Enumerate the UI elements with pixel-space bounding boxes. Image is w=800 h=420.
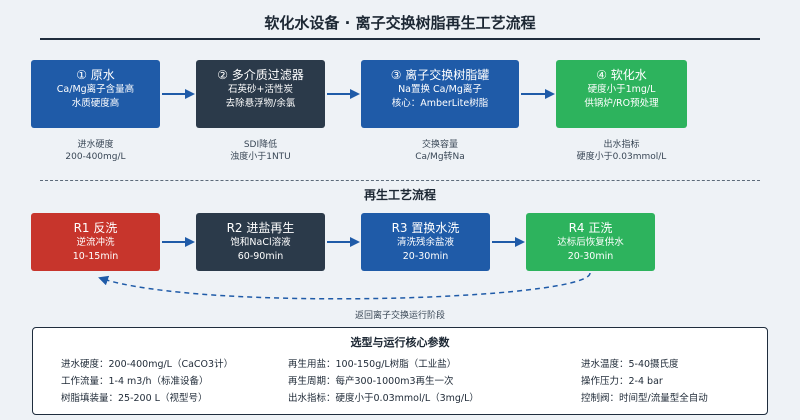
- parameters-panel: 选型与运行核心参数 进水硬度：200-400mg/L（CaCO3计） 工作流量：…: [32, 327, 768, 415]
- param-item: 进水硬度：200-400mg/L（CaCO3计）: [61, 359, 234, 370]
- step-line: 硬度小于1mg/L: [587, 84, 656, 95]
- regen-step-brine: R2 进盐再生 饱和NaCl溶液 60-90min: [196, 213, 325, 271]
- note-line: 硬度小于0.03mmol/L: [576, 152, 667, 162]
- param-item: 控制阀：时间型/流量型全自动: [581, 393, 708, 404]
- note-line: 200-400mg/L: [65, 152, 126, 162]
- step-note: 出水指标 硬度小于0.03mmol/L: [556, 139, 687, 163]
- param-item: 树脂填装量：25-200 L（视型号）: [61, 393, 208, 404]
- step-note: 进水硬度 200-400mg/L: [31, 139, 160, 163]
- step-line: 核心：AmberLite树脂: [391, 98, 489, 109]
- step-title: ② 多介质过滤器: [217, 68, 304, 82]
- return-arrow: [98, 272, 591, 300]
- note-line: 交换容量: [421, 140, 458, 150]
- step-line: 20-30min: [567, 251, 614, 262]
- param-item: 出水指标：硬度小于0.03mmol/L（3mg/L）: [288, 393, 479, 404]
- step-line: 20-30min: [402, 251, 449, 262]
- step-line: 供锅炉/RO预处理: [584, 98, 659, 109]
- return-label: 返回离子交换运行阶段: [354, 311, 445, 321]
- regen-step-slow-rinse: R3 置换水洗 清洗残余盐液 20-30min: [361, 213, 490, 271]
- step-title: ① 原水: [76, 68, 115, 82]
- step-line: Ca/Mg离子含量高: [56, 84, 135, 95]
- step-line: 去除悬浮物/余氯: [225, 98, 296, 109]
- step-line: 逆流冲洗: [76, 237, 115, 248]
- step-title: ④ 软化水: [596, 68, 647, 82]
- step-title: ③ 离子交换树脂罐: [390, 68, 490, 82]
- step-line: Na置换 Ca/Mg离子: [398, 84, 482, 95]
- step-title: R3 置换水洗: [391, 221, 460, 235]
- param-item: 再生用盐：100-150g/L树脂（工业盐）: [288, 359, 457, 370]
- step-line: 10-15min: [72, 251, 119, 262]
- step-note: SDI降低 浊度小于1NTU: [196, 139, 325, 163]
- step-title: R4 正洗: [568, 221, 613, 235]
- regen-step-backwash: R1 反洗 逆流冲洗 10-15min: [31, 213, 160, 271]
- step-title: R1 反洗: [73, 221, 118, 235]
- step-line: 清洗残余盐液: [396, 237, 454, 248]
- process-step-ion-exchange-tank: ③ 离子交换树脂罐 Na置换 Ca/Mg离子 核心：AmberLite树脂: [361, 60, 519, 128]
- step-line: 达标后恢复供水: [557, 237, 624, 248]
- param-column-2: 再生用盐：100-150g/L树脂（工业盐） 再生周期：每产300-1000m3…: [288, 356, 479, 407]
- param-item: 进水温度：5-40摄氏度: [581, 359, 679, 370]
- parameters-title: 选型与运行核心参数: [350, 336, 450, 349]
- process-step-raw-water: ① 原水 Ca/Mg离子含量高 水质硬度高: [31, 60, 160, 128]
- param-item: 再生周期：每产300-1000m3再生一次: [288, 376, 454, 387]
- note-line: 浊度小于1NTU: [230, 152, 291, 162]
- title-divider: [40, 38, 760, 40]
- note-line: 出水指标: [603, 140, 640, 150]
- process-step-multimedia-filter: ② 多介质过滤器 石英砂+活性炭 去除悬浮物/余氯: [196, 60, 325, 128]
- diagram-title: 软化水设备 · 离子交换树脂再生工艺流程: [264, 14, 536, 32]
- note-line: SDI降低: [243, 140, 278, 150]
- process-step-softened-water: ④ 软化水 硬度小于1mg/L 供锅炉/RO预处理: [556, 60, 687, 128]
- step-line: 石英砂+活性炭: [228, 84, 293, 95]
- note-line: Ca/Mg转Na: [415, 152, 465, 162]
- param-column-1: 进水硬度：200-400mg/L（CaCO3计） 工作流量：1-4 m3/h（标…: [61, 356, 233, 407]
- step-title: R2 进盐再生: [226, 221, 295, 235]
- step-line: 60-90min: [237, 251, 284, 262]
- param-item: 工作流量：1-4 m3/h（标准设备）: [61, 376, 209, 387]
- step-note: 交换容量 Ca/Mg转Na: [361, 139, 519, 163]
- step-line: 饱和NaCl溶液: [230, 237, 291, 248]
- note-line: 进水硬度: [77, 140, 114, 150]
- param-column-3: 进水温度：5-40摄氏度 操作压力：2-4 bar 控制阀：时间型/流量型全自动: [581, 356, 708, 407]
- regen-section-title: 再生工艺流程: [363, 188, 436, 202]
- section-divider: [40, 180, 760, 181]
- step-line: 水质硬度高: [71, 98, 120, 109]
- param-item: 操作压力：2-4 bar: [581, 376, 663, 387]
- regen-step-fast-rinse: R4 正洗 达标后恢复供水 20-30min: [526, 213, 655, 271]
